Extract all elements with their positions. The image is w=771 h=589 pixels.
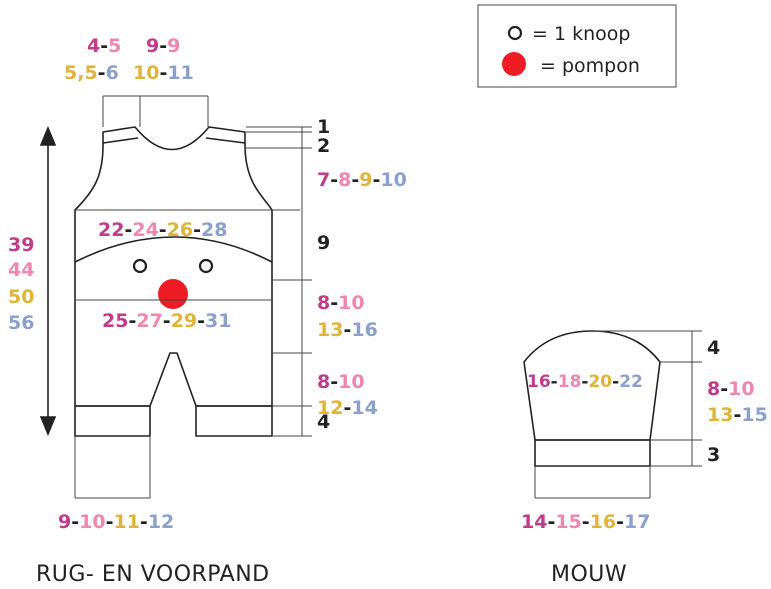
strap-right	[205, 137, 246, 144]
body-caption: RUG- EN VOORPAND	[36, 562, 270, 587]
label-height-2: 2	[317, 135, 330, 157]
label-leg-width: 9-10-11-12	[58, 511, 174, 533]
body-dimension-lines	[74, 95, 312, 499]
label-chest-width: 22-24-26-28	[98, 219, 227, 241]
label-height-1: 1	[317, 116, 330, 138]
label-sleeve-cuff-height: 3	[707, 444, 720, 466]
pompon-icon	[502, 52, 526, 76]
body-shape	[74, 126, 273, 407]
label-shoulder-row1: 9-9	[146, 35, 180, 57]
bib-curve	[74, 236, 273, 263]
button-icon	[132, 258, 148, 274]
label-total-height-1: 39	[8, 234, 34, 256]
total-height-arrow	[39, 125, 57, 437]
sleeve-caption: MOUW	[551, 562, 627, 587]
sleeve-shape	[523, 330, 661, 441]
body-outline	[74, 126, 273, 437]
cuff-left	[74, 405, 151, 437]
label-sleeve-body-row2: 13-15	[707, 404, 768, 426]
label-total-height-2: 44	[8, 259, 34, 281]
label-upper-body-row1: 8-10	[317, 292, 365, 314]
label-armhole: 7-8-9-10	[317, 169, 407, 191]
label-sleeve-bottom-width: 14-15-16-17	[521, 511, 650, 533]
label-cuff-height: 4	[317, 411, 330, 433]
sleeve-cuff	[534, 439, 651, 467]
button-icon	[198, 258, 214, 274]
label-total-height-4: 56	[8, 312, 34, 334]
label-leg-row1: 8-10	[317, 371, 365, 393]
label-leg-row2: 12-14	[317, 397, 378, 419]
label-sleeve-body-row1: 8-10	[707, 378, 755, 400]
pompon-icon	[158, 279, 188, 309]
label-shoulder-row2: 10-11	[133, 62, 194, 84]
button-icon	[507, 25, 523, 41]
label-total-height-3: 50	[8, 286, 34, 308]
legend-pompon-label: = pompon	[540, 55, 640, 77]
label-sleeve-width: 16-18-20-22	[527, 372, 643, 392]
label-sleeve-cap-height: 4	[707, 337, 720, 359]
strap-left	[102, 137, 139, 144]
label-neck-row1: 4-5	[87, 35, 121, 57]
legend-button-label: = 1 knoop	[532, 23, 630, 45]
label-bib-height: 9	[317, 232, 330, 254]
legend-box	[477, 4, 677, 88]
label-upper-body-row2: 13-16	[317, 319, 378, 341]
cuff-right	[195, 405, 273, 437]
label-waist-width: 25-27-29-31	[102, 310, 231, 332]
sleeve-dimension-lines	[534, 330, 702, 499]
sleeve-outline	[523, 330, 661, 467]
label-neck-row2: 5,5-6	[64, 62, 119, 84]
